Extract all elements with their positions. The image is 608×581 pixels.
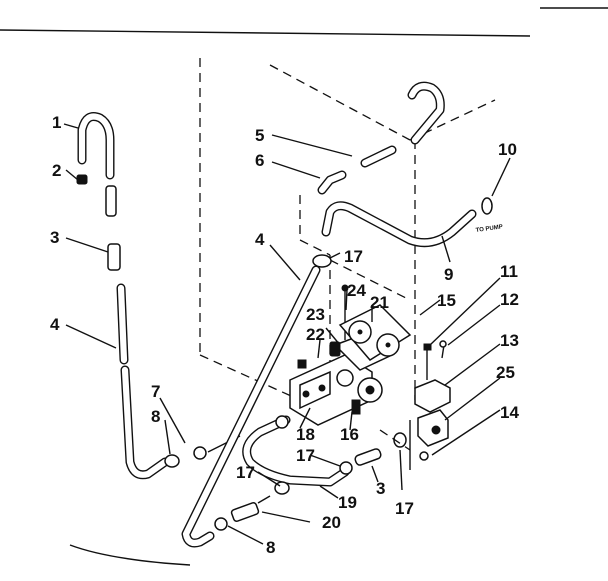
label-part-15: 15 <box>437 291 456 310</box>
label-part-19: 19 <box>338 493 357 512</box>
label-part-11: 11 <box>500 262 518 281</box>
label-part-3-left: 3 <box>50 228 59 247</box>
label-part-16: 16 <box>340 425 359 444</box>
long-hose <box>181 254 332 548</box>
label-part-10: 10 <box>498 140 517 159</box>
pump-hose <box>321 197 493 248</box>
scan-border <box>0 7 608 566</box>
label-part-20: 20 <box>322 513 341 532</box>
label-part-25: 25 <box>496 363 515 382</box>
label-part-12: 12 <box>500 290 519 309</box>
label-part-13: 13 <box>500 331 519 350</box>
label-part-7: 7 <box>151 382 160 401</box>
label-part-4-center: 4 <box>255 230 265 249</box>
callout-labels: 1 2 3 4 7 8 5 6 10 TO PUMP 9 4 17 11 24 … <box>50 113 519 557</box>
valve-assembly <box>289 284 394 426</box>
label-part-3-center: 3 <box>376 479 385 498</box>
cabinet-outline <box>199 58 496 401</box>
label-part-17-top: 17 <box>344 247 363 266</box>
label-part-6: 6 <box>255 151 264 170</box>
leader-lines <box>63 123 511 545</box>
lower-hose <box>242 415 407 495</box>
label-part-23: 23 <box>306 305 325 324</box>
label-part-24: 24 <box>347 281 366 300</box>
label-part-5: 5 <box>255 126 264 145</box>
label-part-4-left: 4 <box>50 315 60 334</box>
label-part-8-left: 8 <box>151 407 160 426</box>
label-part-2: 2 <box>52 161 61 180</box>
gasket-plate <box>338 304 412 361</box>
label-part-17-mid: 17 <box>296 446 315 465</box>
label-part-17-right: 17 <box>395 499 414 518</box>
left-hose-assembly <box>76 112 241 480</box>
label-part-8-bottom: 8 <box>266 538 275 557</box>
label-part-1: 1 <box>52 113 61 132</box>
label-part-17-left: 17 <box>236 463 255 482</box>
label-part-9: 9 <box>444 265 453 284</box>
label-part-14: 14 <box>500 403 519 422</box>
label-part-21: 21 <box>370 293 389 312</box>
label-to-pump: TO PUMP <box>475 224 503 234</box>
label-part-18: 18 <box>296 425 315 444</box>
right-components <box>379 340 451 470</box>
connector-assembly <box>214 495 271 531</box>
label-part-22: 22 <box>306 325 325 344</box>
top-hose-assembly <box>317 81 445 195</box>
